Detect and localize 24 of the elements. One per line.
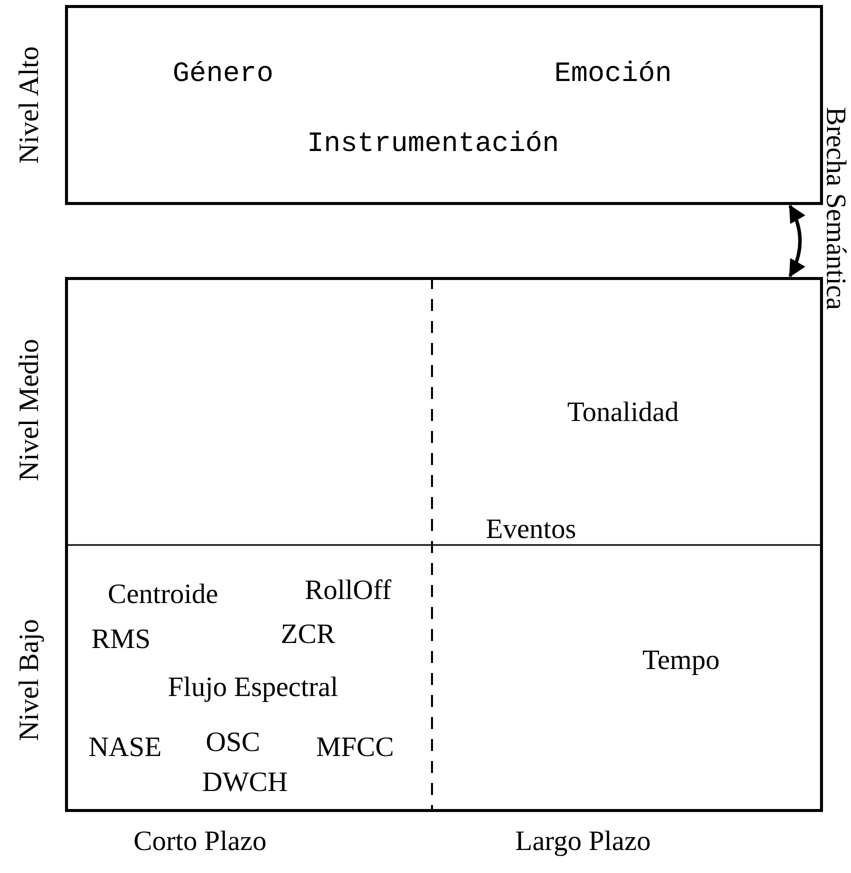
feature-label: MFCC [316,734,394,762]
time-axis-label: Corto Plazo [134,828,266,856]
time-axis-label: Largo Plazo [515,828,651,856]
feature-label: Tempo [642,647,720,675]
feature-label: Centroide [108,581,218,609]
feature-label: DWCH [202,769,288,797]
feature-label: OSC [206,729,260,757]
level-box [65,5,823,205]
emotion-label: Emoción [554,61,672,89]
feature-label: Tonalidad [567,399,679,427]
feature-label: NASE [88,734,162,762]
genre-label: Género [172,61,274,89]
feature-label: ZCR [280,621,336,649]
feature-label: RollOff [304,577,392,605]
feature-label: Eventos [486,516,576,544]
instrumentation-label: Instrumentación [306,131,560,159]
feature-label: Flujo Espectral [168,674,338,702]
edge-label: Brecha Semántica [821,107,849,310]
level-axis-label: Nivel Alto [16,46,44,164]
feature-label: RMS [91,626,151,654]
level-axis-label: Nivel Bajo [16,618,44,742]
double-arrow [788,204,806,278]
level-axis-label: Nivel Medio [16,338,44,482]
level-box [65,277,823,812]
